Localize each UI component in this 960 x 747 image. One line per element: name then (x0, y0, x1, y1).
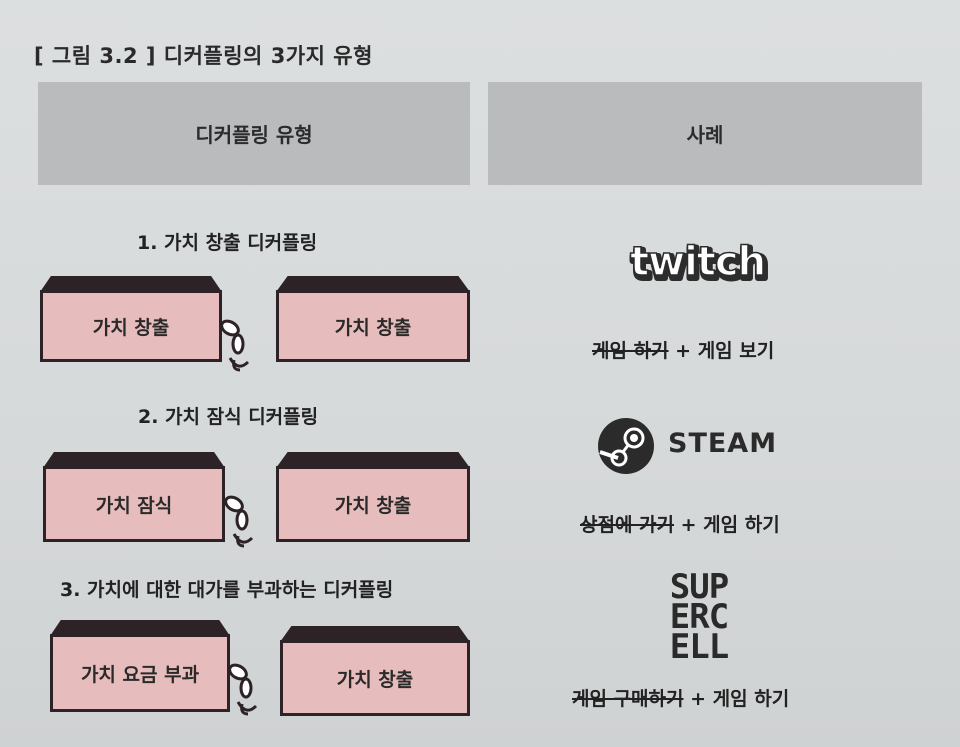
header-example: 사례 (488, 82, 922, 185)
caption-twitch: 게임 하기 + 게임 보기 (592, 336, 774, 363)
twitch-logo: twitch twitch (628, 238, 778, 291)
twitch-logo-text: twitch (630, 239, 765, 285)
supercell-logo-line: SUP (669, 567, 729, 607)
row-title-1: 1. 가치 창출 디커플링 (137, 232, 318, 254)
row-title-2: 2. 가치 잠식 디커플링 (138, 406, 319, 428)
caption-rest: + 게임 하기 (690, 688, 790, 710)
steam-icon (596, 416, 656, 476)
box-lid (276, 452, 470, 468)
box-lid (43, 452, 225, 468)
box-row1-left: 가치 창출 (40, 276, 222, 362)
caption-supercell: 게임 구매하기 + 게임 하기 (572, 684, 789, 711)
figure-title: [ 그림 3.2 ] 디커플링의 3가지 유형 (34, 44, 373, 68)
box-row3-right: 가치 창출 (280, 626, 470, 716)
box-label: 가치 창출 (280, 640, 470, 716)
box-lid (40, 276, 222, 292)
twitch-logo-shadow: twitch (632, 242, 767, 288)
caption-struck: 상점에 가기 (580, 514, 675, 536)
caption-steam: 상점에 가기 + 게임 하기 (580, 510, 780, 537)
chain-icon (216, 316, 252, 378)
caption-rest: + 게임 하기 (680, 514, 780, 536)
steam-logo-text: STEAM (668, 428, 778, 459)
supercell-logo-line: ERC (669, 597, 729, 637)
box-row2-right: 가치 창출 (276, 452, 470, 542)
box-label: 가치 창출 (276, 466, 470, 542)
box-label: 가치 창출 (276, 290, 470, 362)
caption-struck: 게임 구매하기 (572, 688, 684, 710)
box-label: 가치 요금 부과 (50, 634, 230, 712)
caption-rest: + 게임 보기 (675, 340, 775, 362)
box-lid (280, 626, 470, 642)
supercell-logo-line: ELL (669, 627, 729, 667)
row-title-3: 3. 가치에 대한 대가를 부과하는 디커플링 (60, 579, 394, 601)
box-row3-left: 가치 요금 부과 (50, 620, 230, 712)
box-lid (50, 620, 230, 636)
caption-struck: 게임 하기 (592, 340, 669, 362)
box-lid (276, 276, 470, 292)
header-type: 디커플링 유형 (38, 82, 470, 185)
chain-icon (220, 492, 256, 554)
box-label: 가치 창출 (40, 290, 222, 362)
box-row1-right: 가치 창출 (276, 276, 470, 362)
box-row2-left: 가치 잠식 (43, 452, 225, 542)
supercell-logo: SUP ERC ELL (644, 567, 754, 667)
box-label: 가치 잠식 (43, 466, 225, 542)
chain-icon (224, 660, 260, 722)
